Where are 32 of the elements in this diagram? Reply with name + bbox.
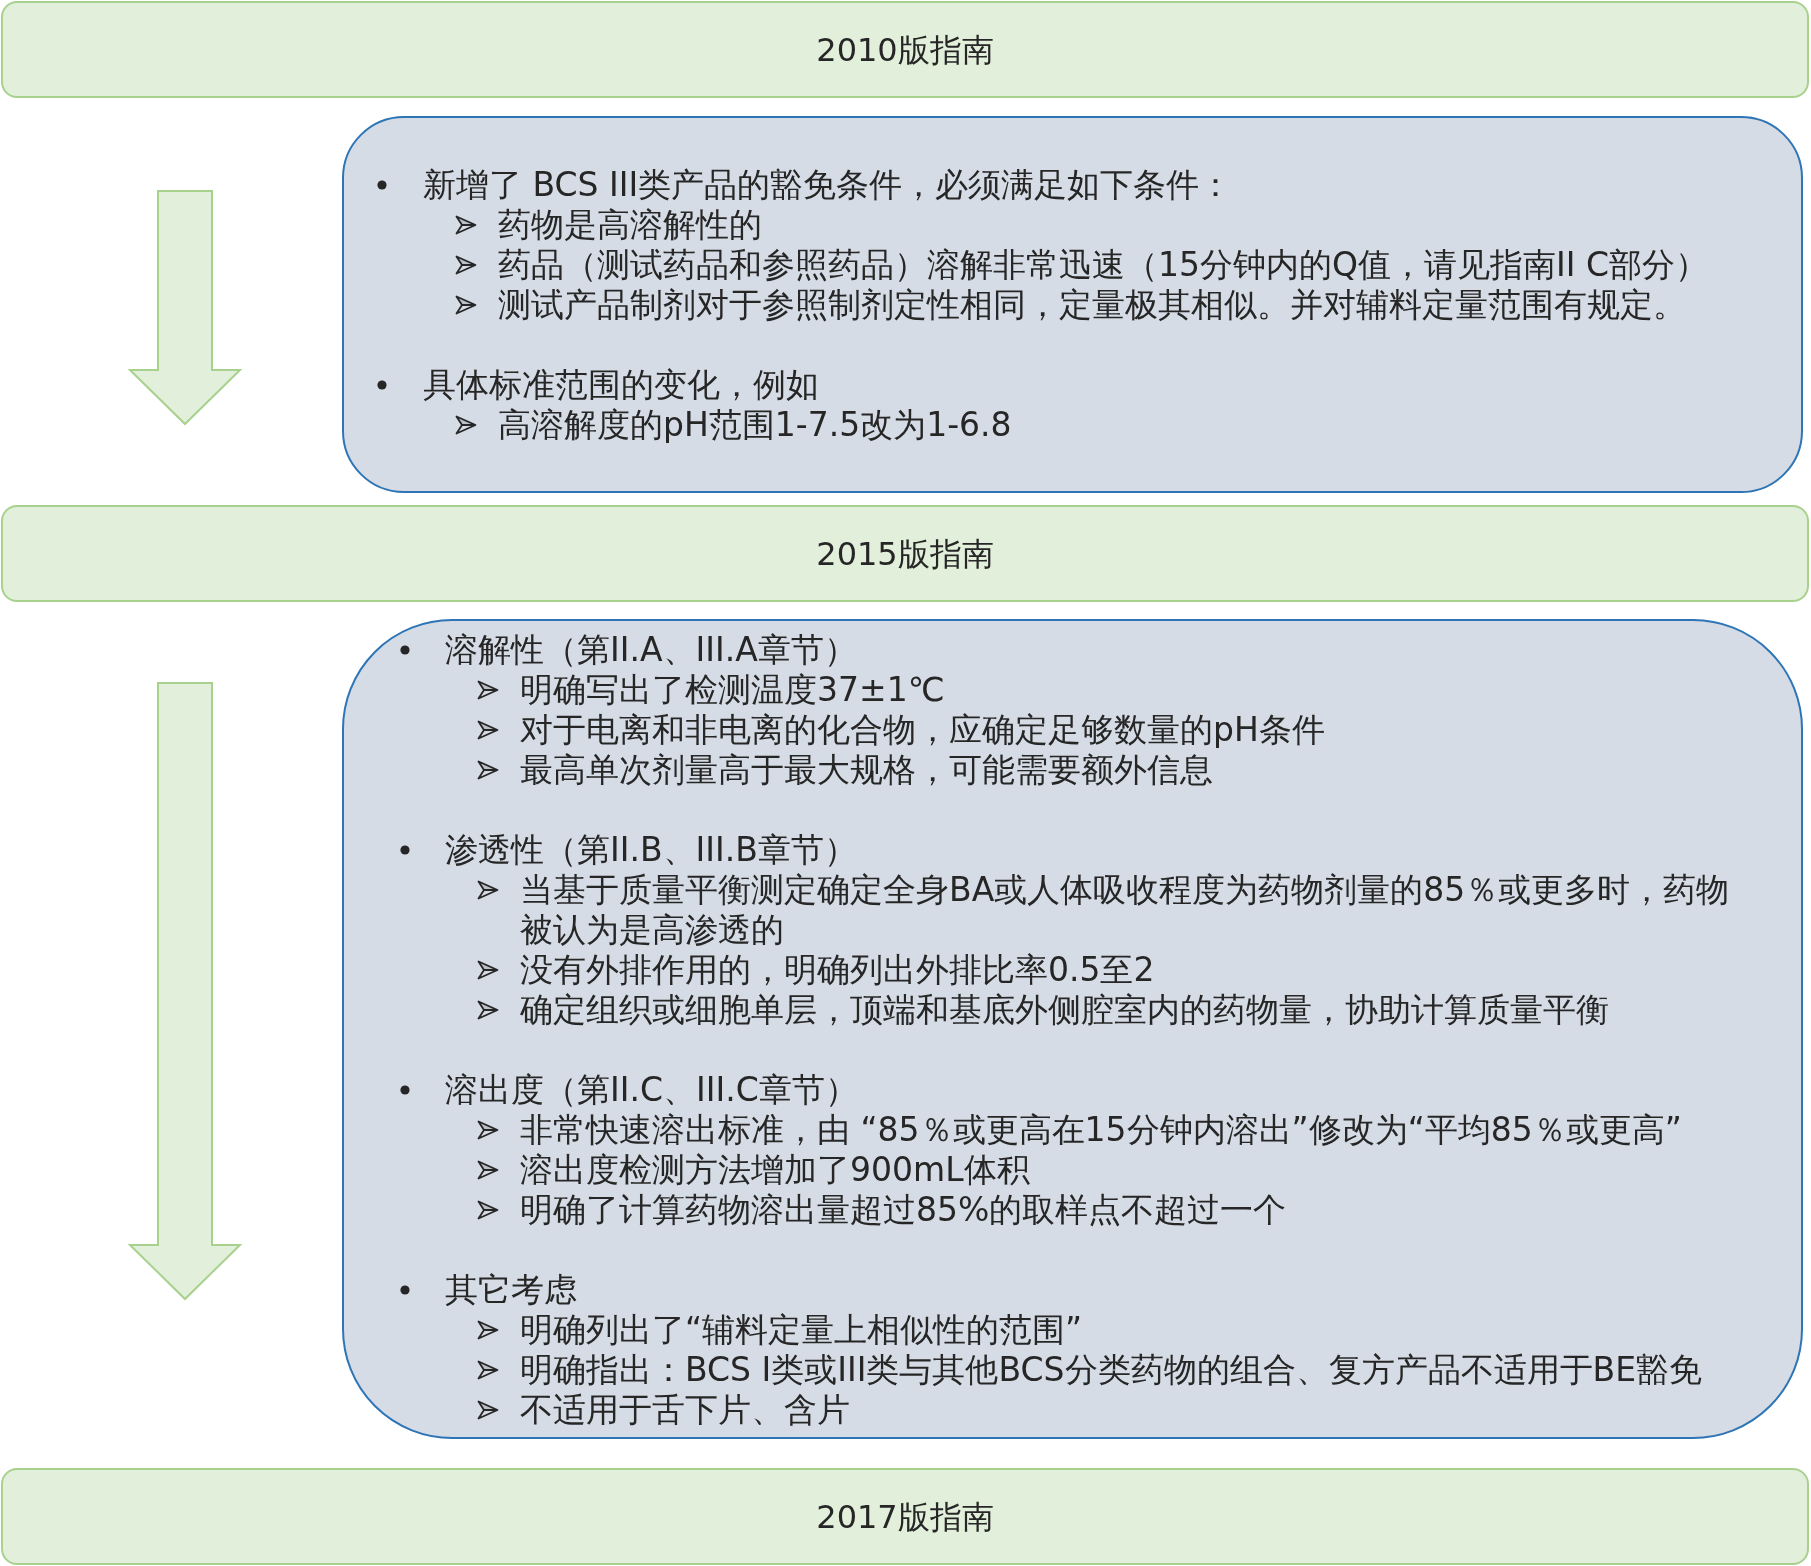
sub-point-text: 溶出度检测方法增加了900mL体积 bbox=[520, 1150, 1031, 1190]
sub-point-text: 测试产品制剂对于参照制剂定性相同，定量极其相似。并对辅料定量范围有规定。 bbox=[498, 285, 1687, 325]
bullet-point-text: 具体标准范围的变化，例如 bbox=[423, 365, 820, 405]
sub-point-text: 最高单次剂量高于最大规格，可能需要额外信息 bbox=[520, 750, 1214, 790]
bullet-point-text: 渗透性（第II.B、III.B章节） bbox=[445, 830, 858, 870]
sub-point-text: 没有外排作用的，明确列出外排比率0.5至2 bbox=[520, 950, 1156, 990]
down-arrow bbox=[127, 682, 243, 1301]
sub-point-text: 药品（测试药品和参照药品）溶解非常迅速（15分钟内的Q值，请见指南II C部分） bbox=[498, 245, 1709, 285]
summary-panel bbox=[342, 116, 1803, 493]
sub-point-text: 不适用于舌下片、含片 bbox=[520, 1390, 851, 1430]
down-arrow bbox=[127, 190, 243, 426]
version-title: 2010版指南 bbox=[816, 29, 994, 70]
bullet-point-text: 溶出度（第II.C、III.C章节） bbox=[445, 1070, 859, 1110]
bullet-point-text: 其它考虑 bbox=[445, 1270, 578, 1310]
sub-point-text: 当基于质量平衡测定确定全身BA或人体吸收程度为药物剂量的85％或更多时，药物被认为是高渗透的 bbox=[520, 870, 1731, 950]
sub-point-text: 非常快速溶出标准，由 “85％或更高在15分钟内溶出”修改为“平均85％或更高” bbox=[520, 1110, 1683, 1150]
sub-point-text: 明确列出了“辅料定量上相似性的范围” bbox=[520, 1310, 1084, 1350]
version-band bbox=[1, 1, 1809, 98]
summary-panel bbox=[342, 619, 1803, 1439]
sub-point-text: 药物是高溶解性的 bbox=[498, 205, 763, 245]
version-title: 2015版指南 bbox=[816, 533, 994, 574]
sub-point-text: 确定组织或细胞单层，顶端和基底外侧腔室内的药物量，协助计算质量平衡 bbox=[520, 990, 1610, 1030]
sub-point-text: 对于电离和非电离的化合物，应确定足够数量的pH条件 bbox=[520, 710, 1326, 750]
bullet-point-text: 新增了 BCS III类产品的豁免条件，必须满足如下条件： bbox=[423, 165, 1234, 205]
sub-point-text: 明确指出：BCS I类或III类与其他BCS分类药物的组合、复方产品不适用于BE豁免 bbox=[520, 1350, 1703, 1390]
sub-point-text: 明确写出了检测温度37±1℃ bbox=[520, 670, 946, 710]
version-title: 2017版指南 bbox=[816, 1496, 994, 1537]
bullet-point-text: 溶解性（第II.A、III.A章节） bbox=[445, 630, 858, 670]
sub-point-text: 高溶解度的pH范围1-7.5改为1-6.8 bbox=[498, 405, 1013, 445]
sub-point-text: 明确了计算药物溶出量超过85%的取样点不超过一个 bbox=[520, 1190, 1288, 1230]
version-band bbox=[1, 1468, 1809, 1565]
version-band bbox=[1, 505, 1809, 602]
